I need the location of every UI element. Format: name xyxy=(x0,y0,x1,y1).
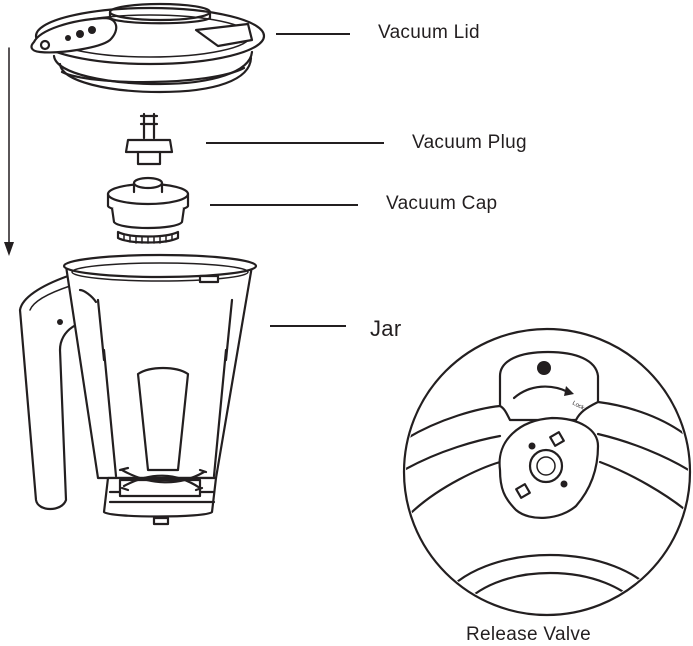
label-jar: Jar xyxy=(370,316,402,341)
jar-drawing xyxy=(18,253,258,526)
leader-line-jar xyxy=(270,325,346,327)
label-release-valve: Release Valve xyxy=(466,624,592,645)
leader-line-vacuum-lid xyxy=(276,33,350,35)
vacuum-cap-drawing xyxy=(106,176,190,244)
label-vacuum-cap: Vacuum Cap xyxy=(386,193,498,214)
release-valve-closeup xyxy=(402,327,692,617)
vacuum-plug-drawing xyxy=(124,112,174,166)
label-vacuum-lid: Vacuum Lid xyxy=(378,22,480,43)
leader-line-vacuum-plug xyxy=(206,142,384,144)
leader-line-vacuum-cap xyxy=(210,204,358,206)
vacuum-lid-drawing xyxy=(30,2,266,94)
assembly-direction-arrow xyxy=(4,47,14,256)
lock-mark-text: Lock xyxy=(571,400,586,412)
label-vacuum-plug: Vacuum Plug xyxy=(412,132,527,153)
